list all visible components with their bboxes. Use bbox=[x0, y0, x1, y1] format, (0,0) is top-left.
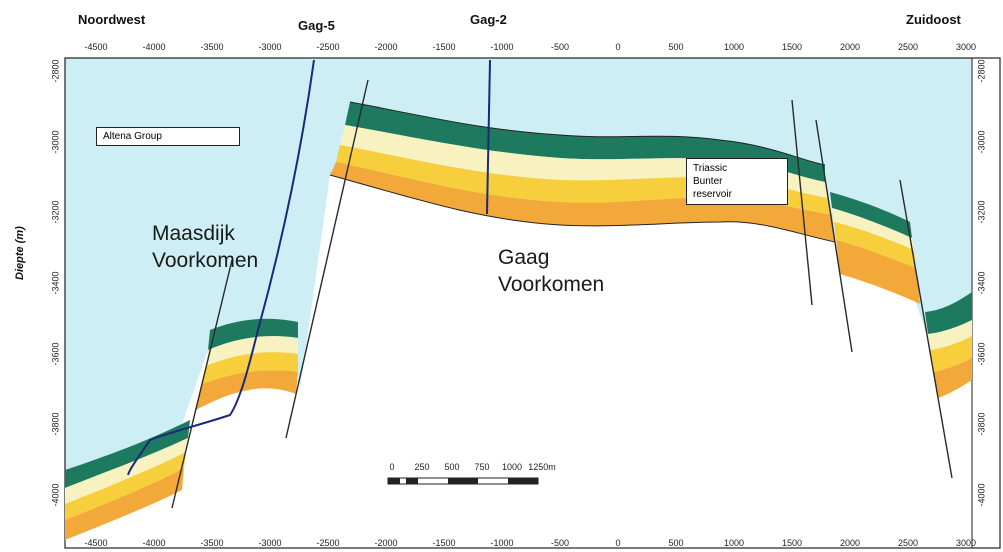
y-tick-label: -3800 bbox=[976, 412, 987, 436]
y-tick-label: -3000 bbox=[976, 130, 987, 154]
x-tick-label: 1000 bbox=[723, 538, 745, 548]
scale-tick-label: 1250m bbox=[528, 462, 556, 472]
x-tick-label: 2500 bbox=[897, 538, 919, 548]
x-tick-label: 3000 bbox=[955, 538, 977, 548]
y-tick-label: -4000 bbox=[50, 483, 61, 507]
y-tick-label: -3000 bbox=[50, 130, 61, 154]
x-tick-label: -2000 bbox=[374, 538, 398, 548]
well-gag5-label: Gag-5 bbox=[298, 18, 335, 33]
y-tick-label: -3400 bbox=[976, 271, 987, 295]
gaag-label-line1: Gaag bbox=[498, 246, 550, 269]
scale-bar bbox=[387, 477, 539, 485]
east-layers bbox=[830, 192, 972, 398]
southeast-label: Zuidoost bbox=[906, 12, 961, 27]
x-tick-label: 2000 bbox=[839, 42, 861, 52]
x-tick-label: 1000 bbox=[723, 42, 745, 52]
bunter-line: Bunter bbox=[693, 176, 723, 187]
basement-area bbox=[65, 175, 972, 548]
y-tick-label: -2800 bbox=[50, 59, 61, 83]
scale-tick-label: 0 bbox=[389, 462, 395, 472]
x-tick-label: 0 bbox=[615, 538, 621, 548]
scale-tick-label: 250 bbox=[414, 462, 430, 472]
y-tick-label: -3400 bbox=[50, 271, 61, 295]
reservoir-line: reservoir bbox=[693, 189, 732, 200]
triassic-bunter-box: Triassic Bunter reservoir bbox=[686, 158, 788, 205]
plot-frame bbox=[64, 57, 1001, 549]
y-tick-label: -4000 bbox=[976, 483, 987, 507]
x-tick-label: -4000 bbox=[142, 538, 166, 548]
x-tick-label: -3500 bbox=[200, 538, 224, 548]
maasdijk-label-line2: Voorkomen bbox=[152, 249, 259, 272]
x-tick-label: 500 bbox=[668, 538, 684, 548]
northwest-label: Noordwest bbox=[78, 12, 146, 27]
well-paths bbox=[127, 59, 491, 476]
y-tick-label: -3600 bbox=[976, 342, 987, 366]
x-tick-label: -3000 bbox=[258, 538, 282, 548]
scale-tick-label: 500 bbox=[444, 462, 460, 472]
x-tick-label: -4500 bbox=[84, 42, 108, 52]
altena-group-box: Altena Group bbox=[96, 127, 240, 146]
fault-lines bbox=[171, 79, 953, 509]
x-tick-label: -3500 bbox=[200, 42, 224, 52]
scale-tick-label: 750 bbox=[474, 462, 490, 472]
x-tick-label: 2500 bbox=[897, 42, 919, 52]
right-border bbox=[971, 57, 1001, 549]
x-tick-label: -1000 bbox=[490, 42, 514, 52]
x-tick-label: -500 bbox=[550, 42, 570, 52]
x-tick-label: 1500 bbox=[781, 538, 803, 548]
x-tick-label: -2500 bbox=[316, 538, 340, 548]
x-tick-label: 1500 bbox=[781, 42, 803, 52]
y-tick-label: -3800 bbox=[50, 412, 61, 436]
y-tick-label: -3200 bbox=[976, 200, 987, 224]
y-tick-label: -3200 bbox=[50, 200, 61, 224]
x-tick-label: 500 bbox=[668, 42, 684, 52]
x-tick-label: -2500 bbox=[316, 42, 340, 52]
x-tick-label: -1000 bbox=[490, 538, 514, 548]
maasdijk-label-line1: Maasdijk bbox=[152, 222, 235, 245]
x-tick-label: -3000 bbox=[258, 42, 282, 52]
gaag-label-line2: Voorkomen bbox=[498, 273, 605, 296]
scale-tick-label: 1000 bbox=[501, 462, 523, 472]
x-tick-label: -500 bbox=[550, 538, 570, 548]
x-tick-label: 3000 bbox=[955, 42, 977, 52]
x-tick-label: -2000 bbox=[374, 42, 398, 52]
triassic-line: Triassic bbox=[693, 163, 728, 174]
x-tick-label: -1500 bbox=[432, 42, 456, 52]
x-tick-label: -4000 bbox=[142, 42, 166, 52]
x-tick-label: -1500 bbox=[432, 538, 456, 548]
well-gag2-label: Gag-2 bbox=[470, 12, 507, 27]
y-tick-label: -2800 bbox=[976, 59, 987, 83]
x-tick-label: 0 bbox=[615, 42, 621, 52]
y-tick-label: -3600 bbox=[50, 342, 61, 366]
y-axis-label: Diepte (m) bbox=[14, 226, 26, 280]
x-tick-label: -4500 bbox=[84, 538, 108, 548]
x-tick-label: 2000 bbox=[839, 538, 861, 548]
